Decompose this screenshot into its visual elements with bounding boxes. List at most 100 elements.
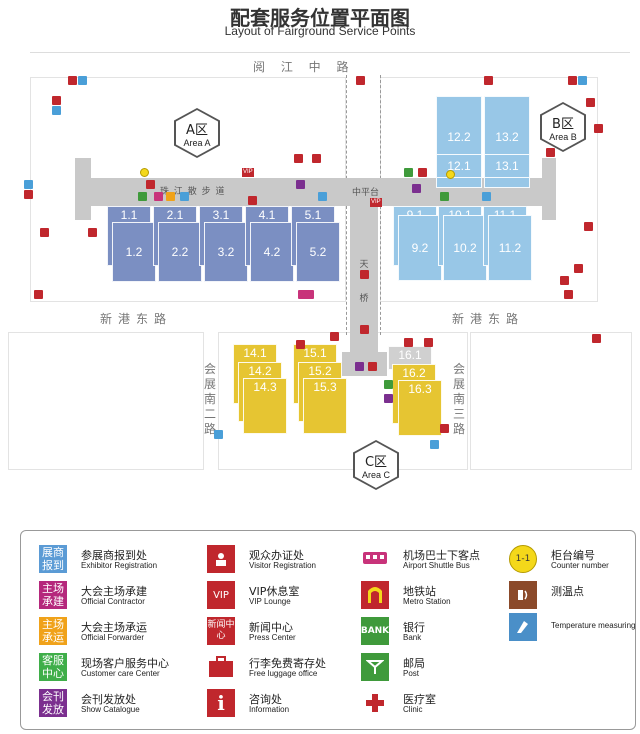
temperature-icon[interactable] bbox=[24, 180, 33, 189]
walkway-c-plaza bbox=[342, 352, 387, 376]
metro-icon[interactable] bbox=[564, 290, 573, 299]
visitor-registration-icon bbox=[207, 545, 235, 573]
hall-1-2[interactable]: 1.2 bbox=[112, 222, 156, 282]
temperature-icon[interactable] bbox=[68, 76, 77, 85]
road-south-left: 新港东路 bbox=[100, 312, 173, 326]
temperature-icon[interactable] bbox=[440, 424, 449, 433]
hall-5-2[interactable]: 5.2 bbox=[296, 222, 340, 282]
customer-care-icon[interactable] bbox=[138, 192, 147, 201]
hall-11-2[interactable]: 11.2 bbox=[488, 215, 532, 281]
show-catalogue-icon[interactable] bbox=[384, 394, 393, 403]
temperature-icon[interactable] bbox=[356, 76, 365, 85]
walkway-a-west bbox=[75, 158, 91, 220]
south-west-zone bbox=[8, 332, 204, 470]
luggage-icon[interactable] bbox=[330, 332, 339, 341]
temperature-icon[interactable] bbox=[430, 440, 439, 449]
walkway-b-east bbox=[542, 158, 556, 220]
counter-number-icon: 1-1 bbox=[509, 545, 537, 573]
temperature-icon[interactable] bbox=[578, 76, 587, 85]
road-north: 阅 江 中 路 bbox=[253, 60, 355, 74]
show-catalogue-icon[interactable] bbox=[355, 362, 364, 371]
customer-care-icon[interactable] bbox=[384, 380, 393, 389]
official-contractor-icon[interactable] bbox=[154, 192, 163, 201]
show-catalogue-icon[interactable] bbox=[412, 184, 421, 193]
exhibitor-registration-icon[interactable] bbox=[482, 192, 491, 201]
vip-lounge-icon: VIP bbox=[207, 581, 235, 609]
clinic-icon[interactable] bbox=[248, 196, 257, 205]
counter-number-icon[interactable] bbox=[446, 170, 455, 179]
information-icon[interactable] bbox=[418, 168, 427, 177]
luggage-icon[interactable] bbox=[294, 154, 303, 163]
luggage-icon[interactable] bbox=[594, 124, 603, 133]
temperature-icon[interactable] bbox=[214, 430, 223, 439]
temperature-icon[interactable] bbox=[52, 106, 61, 115]
luggage-icon[interactable] bbox=[574, 264, 583, 273]
hall-3-2[interactable]: 3.2 bbox=[204, 222, 248, 282]
road-west-c: 会展南二路 bbox=[203, 362, 216, 436]
information-icon[interactable] bbox=[368, 362, 377, 371]
hall-2-2[interactable]: 2.2 bbox=[158, 222, 202, 282]
page-title: 配套服务位置平面图 bbox=[230, 6, 410, 30]
bank-icon[interactable] bbox=[404, 168, 413, 177]
hall-13-1[interactable]: 13.1 bbox=[484, 154, 530, 178]
hall-14-3[interactable]: 14.3 bbox=[243, 378, 287, 434]
metro-icon[interactable] bbox=[34, 290, 43, 299]
visitor-registration-icon[interactable] bbox=[560, 276, 569, 285]
official-contractor-icon: 主场承建 bbox=[39, 581, 67, 609]
show-catalogue-icon: 会刊发放 bbox=[39, 689, 67, 717]
visitor-registration-icon[interactable] bbox=[586, 98, 595, 107]
luggage-icon[interactable] bbox=[88, 228, 97, 237]
post-icon bbox=[361, 653, 389, 681]
map-top-border bbox=[30, 52, 630, 53]
hall-12-1[interactable]: 12.1 bbox=[436, 154, 482, 178]
hall-9-2[interactable]: 9.2 bbox=[398, 215, 442, 281]
metro-icon bbox=[361, 581, 389, 609]
page-subtitle: Layout of Fairground Service Points bbox=[224, 24, 416, 38]
official-forwarder-icon: 主场承运 bbox=[39, 617, 67, 645]
temperature-icon[interactable] bbox=[360, 325, 369, 334]
road-south-right: 新港东路 bbox=[452, 312, 525, 326]
visitor-registration-icon[interactable] bbox=[584, 222, 593, 231]
metro-icon[interactable] bbox=[592, 334, 601, 343]
exhibitor-registration-icon: 展商报到 bbox=[39, 545, 67, 573]
visitor-registration-icon[interactable] bbox=[40, 228, 49, 237]
shuttle-bus-icon[interactable] bbox=[298, 290, 314, 299]
counter-number-icon[interactable] bbox=[140, 168, 149, 177]
hall-16-3[interactable]: 16.3 bbox=[398, 380, 442, 436]
hall-10-2[interactable]: 10.2 bbox=[443, 215, 487, 281]
exhibitor-registration-icon[interactable] bbox=[318, 192, 327, 201]
bridge-label: 天桥 bbox=[359, 260, 369, 304]
hall-15-3[interactable]: 15.3 bbox=[303, 378, 347, 434]
visitor-registration-icon[interactable] bbox=[52, 96, 61, 105]
temperature-icon[interactable] bbox=[78, 76, 87, 85]
bank-icon: BANK bbox=[361, 617, 389, 645]
information-icon[interactable] bbox=[146, 180, 155, 189]
information-icon: i bbox=[207, 689, 235, 717]
temperature-icon bbox=[509, 613, 537, 641]
temperature-icon bbox=[509, 581, 537, 609]
temperature-icon[interactable] bbox=[568, 76, 577, 85]
customer-care-icon: 客服中心 bbox=[39, 653, 67, 681]
customer-care-icon[interactable] bbox=[440, 192, 449, 201]
temperature-icon[interactable] bbox=[484, 76, 493, 85]
exhibitor-registration-icon[interactable] bbox=[180, 192, 189, 201]
temperature-icon[interactable] bbox=[360, 270, 369, 279]
road-east-c: 会展南三路 bbox=[452, 362, 465, 436]
visitor-registration-icon[interactable] bbox=[546, 148, 555, 157]
hall-4-2[interactable]: 4.2 bbox=[250, 222, 294, 282]
vip-badge[interactable]: VIP bbox=[370, 198, 382, 207]
official-forwarder-icon[interactable] bbox=[166, 192, 175, 201]
luggage-icon[interactable] bbox=[404, 338, 413, 347]
temperature-icon[interactable] bbox=[24, 190, 33, 199]
visitor-registration-icon[interactable] bbox=[312, 154, 321, 163]
vip-badge[interactable]: VIP bbox=[242, 168, 254, 177]
visitor-registration-icon[interactable] bbox=[296, 340, 305, 349]
luggage-icon bbox=[207, 653, 235, 681]
visitor-registration-icon[interactable] bbox=[424, 338, 433, 347]
shuttle-bus-icon bbox=[361, 545, 389, 573]
show-catalogue-icon[interactable] bbox=[296, 180, 305, 189]
center-plaza-label: 中平台 bbox=[352, 188, 380, 198]
